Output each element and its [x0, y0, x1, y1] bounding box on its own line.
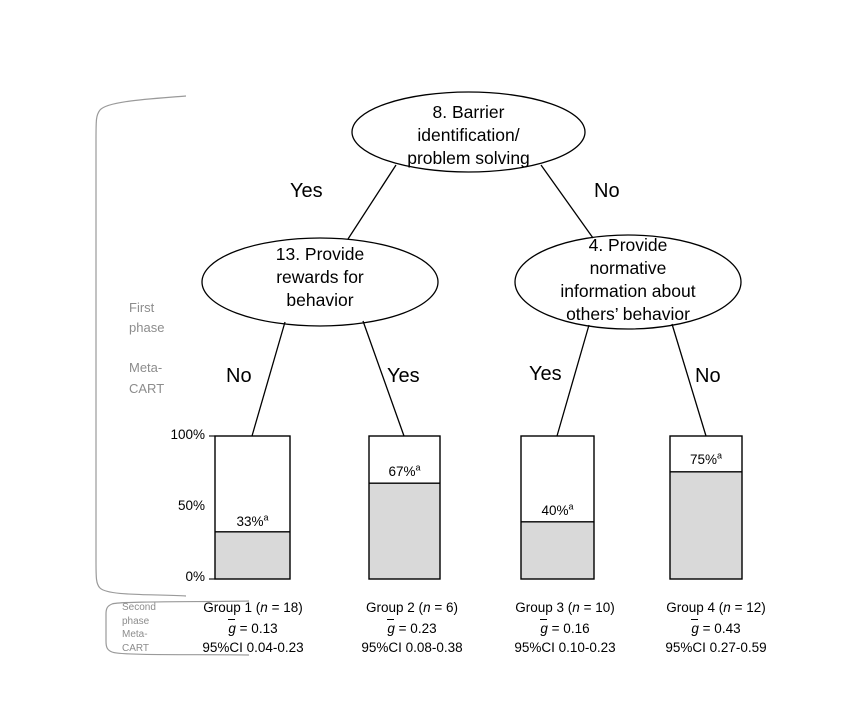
edge-left-to-bar2 [362, 320, 405, 437]
node-root-ellipse[interactable] [351, 91, 586, 173]
group-3-g-value: = 0.16 [547, 620, 590, 636]
branch-label-root-no: No [594, 180, 620, 202]
bar-1-percent-value: 33% [236, 514, 264, 529]
group-3-n-value: = 10) [579, 600, 615, 615]
branch-label-left-no: No [226, 365, 252, 387]
node-right-ellipse[interactable] [514, 234, 742, 330]
group-2-n-value: = 6) [430, 600, 458, 615]
first-phase-bracket [95, 95, 187, 597]
node-left-ellipse[interactable] [201, 237, 439, 327]
group-3-g-symbol: g [540, 618, 548, 639]
branch-label-left-yes: Yes [387, 365, 420, 387]
group-4-ci-line: 95%CI 0.27-0.59 [665, 640, 767, 656]
group-3-name-line: Group 3 (n = 10) [494, 598, 636, 618]
group-1-name-pre: Group 1 ( [203, 600, 261, 615]
group-4-name-pre: Group 4 ( [666, 600, 724, 615]
group-2-g-value: = 0.23 [394, 620, 437, 636]
group-2-name-line: Group 2 (n = 6) [344, 598, 480, 618]
axis-tick-label-100: 100% [170, 427, 205, 442]
bar-2-fill [369, 483, 440, 579]
edge-root-to-left [347, 164, 397, 240]
bar-1-footnote-marker: a [263, 512, 269, 523]
bar-3-percent-label: 40%a [521, 501, 594, 518]
group-4-n-symbol: n [723, 600, 731, 615]
first-phase-label: First phase Meta- CART [129, 300, 165, 396]
group-3-n-symbol: n [572, 600, 580, 615]
bar-4-percent-value: 75% [689, 452, 717, 467]
bar-1-outline[interactable] [214, 435, 291, 580]
group-1-effect-line: g = 0.13 [182, 618, 324, 639]
edge-root-to-right [540, 164, 594, 239]
bar-2-footnote-marker: a [415, 462, 421, 473]
bar-2-outline[interactable] [368, 435, 441, 580]
second-phase-label: Second phase Meta- CART [122, 602, 156, 654]
bar-3-fill [521, 521, 594, 579]
group-1-ci-line: 95%CI 0.04-0.23 [202, 640, 304, 656]
group-1-g-symbol: g [228, 618, 236, 639]
group-4-caption: Group 4 (n = 12) g = 0.43 95%CI 0.27-0.5… [645, 598, 787, 658]
second-phase-bracket [105, 600, 250, 656]
edge-right-to-bar4 [671, 323, 707, 437]
group-4-effect-line: g = 0.43 [645, 618, 787, 639]
bar-1-fill [215, 531, 290, 579]
bar-1-percent-label: 33%a [215, 512, 290, 529]
group-2-effect-line: g = 0.23 [344, 618, 480, 639]
group-2-ci-line: 95%CI 0.08-0.38 [361, 640, 463, 656]
bar-3-footnote-marker: a [568, 501, 574, 512]
group-1-caption: Group 1 (n = 18) g = 0.13 95%CI 0.04-0.2… [182, 598, 324, 658]
group-2-n-symbol: n [423, 600, 431, 615]
branch-label-right-no: No [695, 365, 721, 387]
bar-4-outline[interactable] [669, 435, 743, 580]
edge-right-to-bar3 [556, 324, 590, 437]
axis-tick-label-0: 0% [185, 569, 205, 584]
group-3-name-pre: Group 3 ( [515, 600, 573, 615]
branch-label-root-yes: Yes [290, 180, 323, 202]
bar-3-percent-value: 40% [541, 503, 569, 518]
group-2-caption: Group 2 (n = 6) g = 0.23 95%CI 0.08-0.38 [344, 598, 480, 658]
bar-3-outline[interactable] [520, 435, 595, 580]
axis-tick-label-50: 50% [177, 498, 205, 513]
group-4-g-symbol: g [691, 618, 699, 639]
group-4-n-value: = 12) [730, 600, 766, 615]
bar-4-footnote-marker: a [717, 450, 723, 461]
bar-2-percent-value: 67% [388, 464, 416, 479]
group-1-n-symbol: n [260, 600, 268, 615]
edge-left-to-bar1 [251, 321, 286, 437]
branch-label-right-yes: Yes [529, 363, 562, 385]
group-3-caption: Group 3 (n = 10) g = 0.16 95%CI 0.10-0.2… [494, 598, 636, 658]
group-3-ci-line: 95%CI 0.10-0.23 [514, 640, 616, 656]
bar-4-percent-label: 75%a [670, 450, 742, 467]
group-1-n-value: = 18) [267, 600, 303, 615]
group-3-effect-line: g = 0.16 [494, 618, 636, 639]
group-4-g-value: = 0.43 [698, 620, 741, 636]
group-4-name-line: Group 4 (n = 12) [645, 598, 787, 618]
group-1-name-line: Group 1 (n = 18) [182, 598, 324, 618]
group-2-g-symbol: g [387, 618, 395, 639]
bar-4-fill [670, 471, 742, 579]
group-1-g-value: = 0.13 [235, 620, 278, 636]
bar-2-percent-label: 67%a [369, 462, 440, 479]
group-2-name-pre: Group 2 ( [366, 600, 424, 615]
